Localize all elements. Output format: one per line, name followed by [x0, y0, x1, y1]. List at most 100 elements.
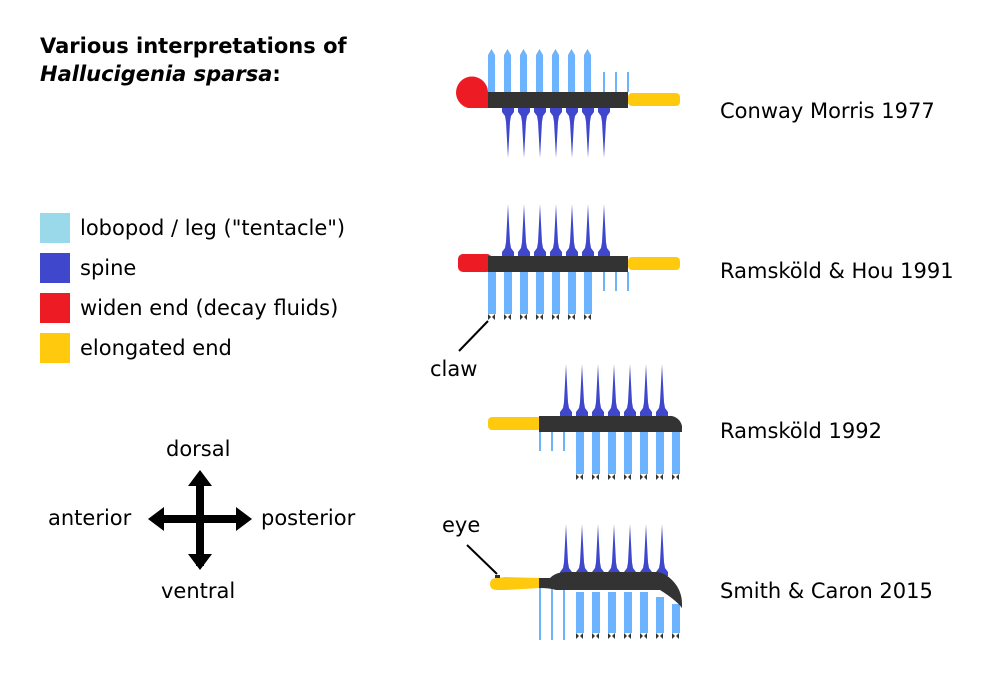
claw-icon	[552, 314, 555, 320]
claw-icon	[656, 474, 659, 480]
label-anterior: anterior	[48, 506, 132, 530]
leg	[608, 592, 616, 633]
claw-icon	[524, 314, 527, 320]
specimens	[456, 49, 682, 640]
claw-icon	[492, 314, 495, 320]
body-trunk	[539, 572, 682, 608]
thin-leg	[603, 272, 605, 291]
body-trunk	[539, 416, 682, 432]
species-name: Hallucigenia sparsa	[40, 62, 273, 86]
annotation-claw: claw	[430, 357, 478, 381]
leg	[608, 432, 616, 474]
leg	[536, 272, 544, 314]
legend-swatch-spine	[40, 253, 70, 283]
horizontal-arrow-shaft	[160, 515, 240, 523]
thin-leg	[539, 432, 541, 451]
leg	[592, 592, 600, 633]
eye-icon	[495, 575, 500, 578]
specimen-ramskold-1992	[488, 364, 682, 480]
legend-swatch-widen-end	[40, 293, 70, 323]
claw-icon	[576, 633, 579, 639]
spine	[566, 204, 578, 256]
leg	[624, 592, 632, 633]
claw-icon	[676, 633, 679, 639]
leg	[656, 432, 664, 474]
leg	[584, 49, 591, 92]
thin-leg	[563, 432, 565, 451]
claw-icon	[504, 314, 507, 320]
leg	[592, 432, 600, 474]
claw-icon	[508, 314, 511, 320]
claw-icon	[612, 633, 615, 639]
diagram-title: Various interpretations of Hallucigenia …	[40, 32, 347, 88]
leg	[584, 272, 592, 314]
leg	[520, 49, 527, 92]
spine	[608, 364, 620, 416]
leg	[504, 272, 512, 314]
spine	[656, 364, 668, 416]
leg	[552, 272, 560, 314]
orientation-arrows	[148, 470, 252, 570]
spine	[592, 524, 604, 576]
spine	[598, 204, 610, 256]
citation-conway-morris-1977: Conway Morris 1977	[720, 99, 935, 123]
legend: lobopod / leg ("tentacle") spine widen e…	[40, 208, 345, 368]
claw-icon	[596, 633, 599, 639]
title-colon: :	[272, 62, 281, 86]
legend-item-spine: spine	[40, 248, 345, 288]
posterior-arrowhead-icon	[236, 507, 252, 531]
claw-icon	[628, 633, 631, 639]
leg	[568, 49, 575, 92]
claw-icon	[640, 474, 643, 480]
leg	[672, 604, 680, 633]
claw-icon	[672, 474, 675, 480]
spine	[534, 204, 546, 256]
leg	[536, 49, 543, 92]
thin-leg	[627, 72, 629, 92]
claw-icon	[488, 314, 491, 320]
head-elongated-end	[490, 577, 540, 590]
spine	[518, 204, 530, 256]
body-trunk	[488, 256, 628, 272]
claw-icon	[572, 314, 575, 320]
tail-elongated-end	[628, 93, 680, 106]
claw-icon	[520, 314, 523, 320]
claw-icon	[592, 633, 595, 639]
anterior-arrowhead-icon	[148, 507, 164, 531]
claw-pointer-line	[458, 320, 489, 352]
leg	[672, 432, 680, 474]
legend-item-elongated-end: elongated end	[40, 328, 345, 368]
specimen-ramskold-hou-1991	[458, 204, 680, 320]
claw-icon	[624, 633, 627, 639]
thin-leg	[563, 588, 565, 640]
label-posterior: posterior	[261, 506, 356, 530]
leg	[576, 592, 584, 633]
spine	[566, 108, 578, 158]
tail-elongated-end	[628, 257, 680, 270]
claw-icon	[608, 633, 611, 639]
head-elongated-end	[488, 417, 542, 430]
spine	[576, 524, 588, 576]
spine	[502, 204, 514, 256]
citation-ramskold-1992: Ramsköld 1992	[720, 419, 882, 443]
claw-icon	[644, 633, 647, 639]
legend-label: elongated end	[80, 336, 232, 360]
vertical-arrow-shaft	[196, 484, 204, 566]
spine	[550, 204, 562, 256]
claw-icon	[580, 474, 583, 480]
leg	[504, 49, 511, 92]
claw-icon	[580, 633, 583, 639]
legend-swatch-lobopod	[40, 213, 70, 243]
title-line-2: Hallucigenia sparsa:	[40, 60, 347, 88]
legend-label: lobopod / leg ("tentacle")	[80, 216, 346, 240]
spine	[502, 108, 514, 158]
legend-label: widen end (decay fluids)	[80, 296, 339, 320]
leg	[656, 597, 664, 633]
thin-leg	[627, 272, 629, 291]
spine	[576, 364, 588, 416]
claw-icon	[556, 314, 559, 320]
annotation-eye: eye	[442, 513, 481, 537]
claw-icon	[592, 474, 595, 480]
claw-icon	[660, 633, 663, 639]
claw-icon	[536, 314, 539, 320]
